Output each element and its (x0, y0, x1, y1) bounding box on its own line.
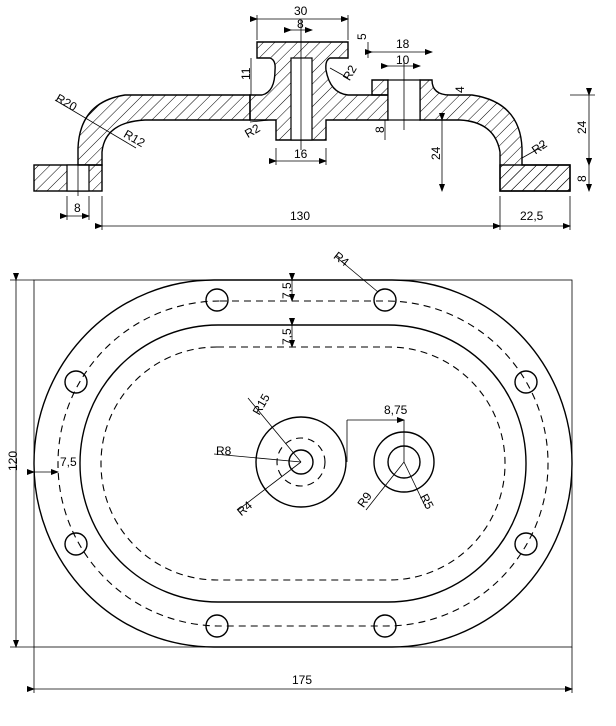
plan-view (33, 279, 573, 648)
bolt-hole (514, 532, 538, 556)
section-dimensions: 30 8 5 18 10 4 11 R2 R2 R2 R20 R12 8 16 … (53, 4, 595, 230)
dim-r2-left: R2 (242, 121, 263, 141)
dim-left-hole: 8 (74, 201, 81, 215)
dim-flange-height: 5 (355, 33, 369, 40)
dim-right-offset: 8,75 (384, 403, 408, 417)
dim-boss-lip: 4 (453, 86, 467, 93)
dim-right-inner: R5 (417, 491, 437, 511)
dim-right-outer: R9 (354, 489, 374, 510)
plan-outer-outline (33, 279, 573, 648)
central-boss-outer (255, 416, 347, 508)
dim-bore-radius: R8 (216, 444, 232, 458)
dim-bottom-bore: 16 (294, 147, 308, 161)
dim-boss-width: 18 (396, 37, 410, 51)
dim-hole-radius: R4 (331, 249, 352, 270)
section-right-boss (371, 79, 389, 96)
plan-inner-outline (79, 324, 527, 603)
dim-overall-width: 175 (292, 673, 312, 687)
inner-dashed-outline (100, 346, 506, 581)
central-bore (290, 57, 313, 141)
bolt-hole (64, 532, 88, 556)
dim-inner-step: 8 (373, 126, 387, 133)
dim-overall-height: 120 (6, 451, 20, 471)
dim-r20: R20 (53, 91, 79, 114)
dim-right-flange: 22,5 (520, 209, 544, 223)
dim-r2-right: R2 (529, 137, 550, 157)
bolt-hole (64, 370, 88, 394)
central-boss-dashed (276, 437, 326, 487)
dim-bore-width: 8 (297, 17, 304, 31)
bolt-circle-outline (57, 300, 549, 627)
section-view (33, 20, 571, 196)
section-central-flange (249, 41, 389, 141)
dim-base-thickness: 8 (575, 175, 589, 182)
dim-top-width: 30 (294, 4, 308, 18)
dim-inner-depth: 24 (429, 146, 443, 160)
dim-flange-thickness: 11 (239, 67, 253, 80)
right-base-pad (499, 164, 571, 192)
dim-small-radius: R4 (234, 498, 255, 519)
dim-boss-radius: R15 (250, 391, 273, 417)
section-body-left (77, 94, 251, 166)
dim-overall-inner: 130 (290, 209, 310, 223)
dim-r2-center: R2 (340, 62, 360, 83)
dim-bolt-offset-top: 7,5 (280, 282, 294, 299)
dim-inner-offset: 7,5 (280, 328, 294, 345)
bolt-hole (373, 288, 397, 312)
central-boss-bore (288, 449, 314, 475)
bolt-hole (205, 288, 229, 312)
bolt-hole (373, 614, 397, 638)
section-body-right (419, 79, 571, 192)
dim-outer-height: 24 (575, 120, 589, 134)
dim-boss-bore: 10 (396, 53, 410, 67)
bolt-hole (514, 370, 538, 394)
bolt-hole (205, 614, 229, 638)
plan-bounding-box (33, 279, 573, 648)
dim-bolt-offset-left: 7,5 (60, 455, 77, 469)
